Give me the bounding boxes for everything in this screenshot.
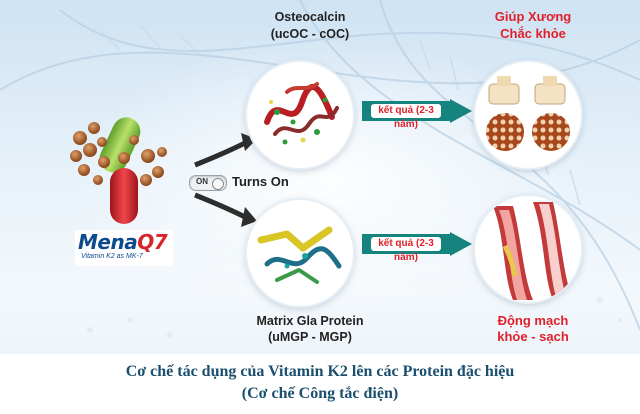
brand-wordmark: MenaQ7 [78,230,168,254]
top-result-line2: Chắc khỏe [500,26,566,41]
result-arrow-label: kết quả (2-3 năm) [371,104,441,130]
brand-tagline: Vitamin K2 as MK-7 [81,253,143,260]
result-arrow-label: kết quả (2-3 năm) [371,237,441,263]
osteocalcin-structure [247,62,353,168]
bottom-protein-forms: (uMGP - MGP) [268,330,352,344]
turns-on-label: Turns On [232,174,289,189]
protein-structure-icon [264,82,339,145]
bone-circle [475,62,581,168]
result-arrow-bottom: kết quả (2-3 năm) [362,232,474,263]
curved-arrow-icon [194,133,257,227]
bottom-result-line1: Động mạch [497,313,569,328]
mgp-structure [247,200,353,306]
capsule-icon [70,117,167,224]
caption-area: Cơ chế tác dụng của Vitamin K2 lên các P… [0,354,640,414]
result-arrow-top: kết quả (2-3 năm) [362,99,474,130]
bone-icon [486,76,570,151]
top-result-line1: Giúp Xương [494,9,572,24]
caption-line1: Cơ chế tác dụng của Vitamin K2 lên các P… [125,363,515,380]
protein-structure-icon [257,226,342,284]
top-protein-name: Osteocalcin [274,10,346,24]
bottom-result-line2: khỏe - sạch [497,329,569,344]
menaq7-logo: MenaQ7 Vitamin K2 as MK-7 [75,230,173,266]
switch-state: ON [196,177,208,186]
top-protein-forms: (ucOC - cOC) [270,27,350,41]
caption-line2: (Cơ chế Công tắc điện) [241,385,399,402]
switch-knob [212,178,224,190]
artery-icon [493,202,573,300]
artery-circle [475,196,581,302]
bottom-protein-name: Matrix Gla Protein [256,314,364,328]
toggle-switch-icon: ON [189,175,227,191]
